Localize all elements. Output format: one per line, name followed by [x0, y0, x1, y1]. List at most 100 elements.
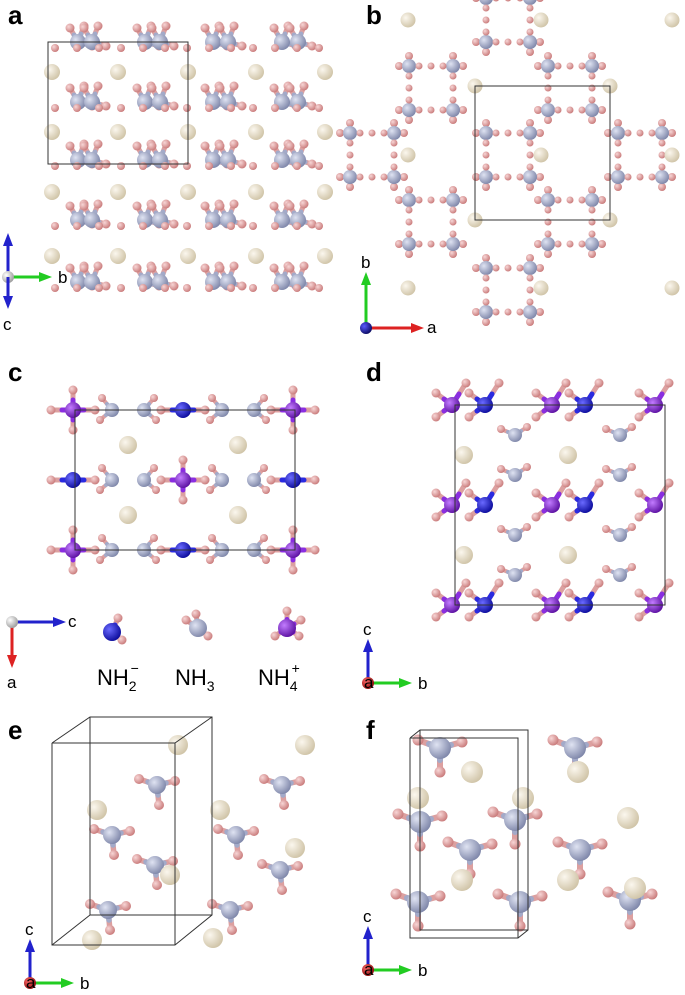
panel-c-c-axis-label: c: [68, 612, 77, 631]
hydrogen-atom: [591, 736, 603, 748]
hydrogen-atom: [516, 129, 524, 137]
nitrogen-atom: [479, 305, 493, 319]
hydrogen-atom: [523, 463, 531, 471]
hydrogen-atom: [392, 808, 404, 820]
hydrogen-atom: [117, 162, 125, 170]
hydrogen-atom: [561, 578, 571, 588]
ammonium-nitrogen-atom: [175, 472, 191, 488]
hydrogen-atom: [405, 96, 413, 104]
unit-cell-layer: [47, 41, 666, 946]
hydrogen-atom: [205, 222, 213, 230]
hydrogen-atom: [497, 525, 505, 533]
hydrogen-atom: [68, 565, 78, 575]
hydrogen-atom: [504, 173, 512, 181]
nitrogen-atom: [343, 126, 357, 140]
ammonium-nitrogen-atom: [278, 619, 296, 637]
hydrogen-atom: [514, 920, 526, 932]
ammonium-nitrogen-atom: [647, 497, 663, 513]
nitrogen-atom: [402, 237, 416, 251]
amide-nitrogen-atom: [577, 497, 593, 513]
hydrogen-atom: [249, 104, 257, 112]
hydrogen-atom: [117, 635, 127, 645]
hydrogen-atom: [564, 588, 574, 598]
hydrogen-atom: [208, 464, 216, 472]
hydrogen-atom: [390, 183, 398, 191]
hydrogen-atom: [427, 62, 435, 70]
nitrogen-atom: [407, 891, 429, 913]
metal-atom: [203, 928, 223, 948]
hydrogen-atom: [147, 141, 157, 151]
hydrogen-atom: [472, 38, 480, 46]
hydrogen-atom: [307, 219, 317, 229]
hydrogen-atom: [634, 512, 644, 522]
ammonium-nitrogen-atom: [444, 597, 460, 613]
hydrogen-atom: [356, 129, 364, 137]
amide-nitrogen-atom: [477, 497, 493, 513]
hydrogen-atom: [395, 240, 403, 248]
hydrogen-atom: [449, 52, 457, 60]
hydrogen-atom: [658, 119, 666, 127]
ammonium-nitrogen-atom: [544, 497, 560, 513]
hydrogen-atom: [139, 284, 147, 292]
hydrogen-atom: [561, 478, 571, 488]
hydrogen-atom: [434, 890, 446, 902]
nitrogen-atom: [459, 839, 481, 861]
hydrogen-atom: [147, 83, 157, 93]
hydrogen-atom: [51, 162, 59, 170]
hydrogen-atom: [169, 219, 179, 229]
hydrogen-atom: [578, 62, 586, 70]
hydrogen-atom: [215, 23, 225, 33]
metal-atom: [533, 12, 549, 28]
hydrogen-atom: [526, 163, 534, 171]
hydrogen-atom: [544, 186, 552, 194]
hydrogen-atom: [596, 838, 608, 850]
hydrogen-atom: [431, 488, 441, 498]
hydrogen-atom: [668, 173, 676, 181]
hydrogen-atom: [400, 173, 408, 181]
amide-nitrogen-atom: [103, 623, 121, 641]
hydrogen-atom: [260, 394, 268, 402]
hydrogen-atom: [405, 72, 413, 80]
hydrogen-atom: [634, 612, 644, 622]
hydrogen-atom: [269, 23, 279, 33]
nitrogen-atom: [655, 170, 669, 184]
nitrogen-atom: [446, 193, 460, 207]
hydrogen-atom: [208, 394, 216, 402]
hydrogen-atom: [46, 475, 56, 485]
unit-cell-e-edge-top: [174, 716, 213, 744]
hydrogen-atom: [277, 885, 287, 895]
nitrogen-atom: [479, 261, 493, 275]
panel-d-horizontal-axis-arrow-head: [399, 678, 412, 688]
hydrogen-atom: [526, 254, 534, 262]
hydrogen-atom: [200, 23, 210, 33]
hydrogen-atom: [472, 129, 480, 137]
hydrogen-atom: [346, 139, 354, 147]
hydrogen-atom: [117, 222, 125, 230]
atom-layer: [44, 0, 680, 950]
metal-atom: [110, 184, 126, 200]
hydrogen-atom: [594, 478, 604, 488]
hydrogen-atom: [346, 119, 354, 127]
hydrogen-atom: [487, 806, 499, 818]
nitrogen-atom: [146, 856, 164, 874]
hydrogen-atom: [139, 162, 147, 170]
hydrogen-atom: [282, 606, 292, 616]
hydrogen-atom: [526, 318, 534, 326]
metal-atom: [664, 147, 680, 163]
hydrogen-atom: [482, 28, 490, 36]
hydrogen-atom: [390, 119, 398, 127]
hydrogen-atom: [93, 139, 103, 149]
hydrogen-atom: [658, 139, 666, 147]
metal-atom: [533, 147, 549, 163]
hydrogen-atom: [395, 106, 403, 114]
hydrogen-atom: [307, 159, 317, 169]
unit-cell-e-edge-bottom: [51, 914, 91, 946]
hydrogen-atom: [494, 478, 504, 488]
metal-atom: [160, 865, 180, 885]
hydrogen-atom: [310, 545, 320, 555]
hydrogen-atom: [237, 281, 247, 291]
hydrogen-atom: [628, 463, 636, 471]
hydrogen-atom: [504, 38, 512, 46]
